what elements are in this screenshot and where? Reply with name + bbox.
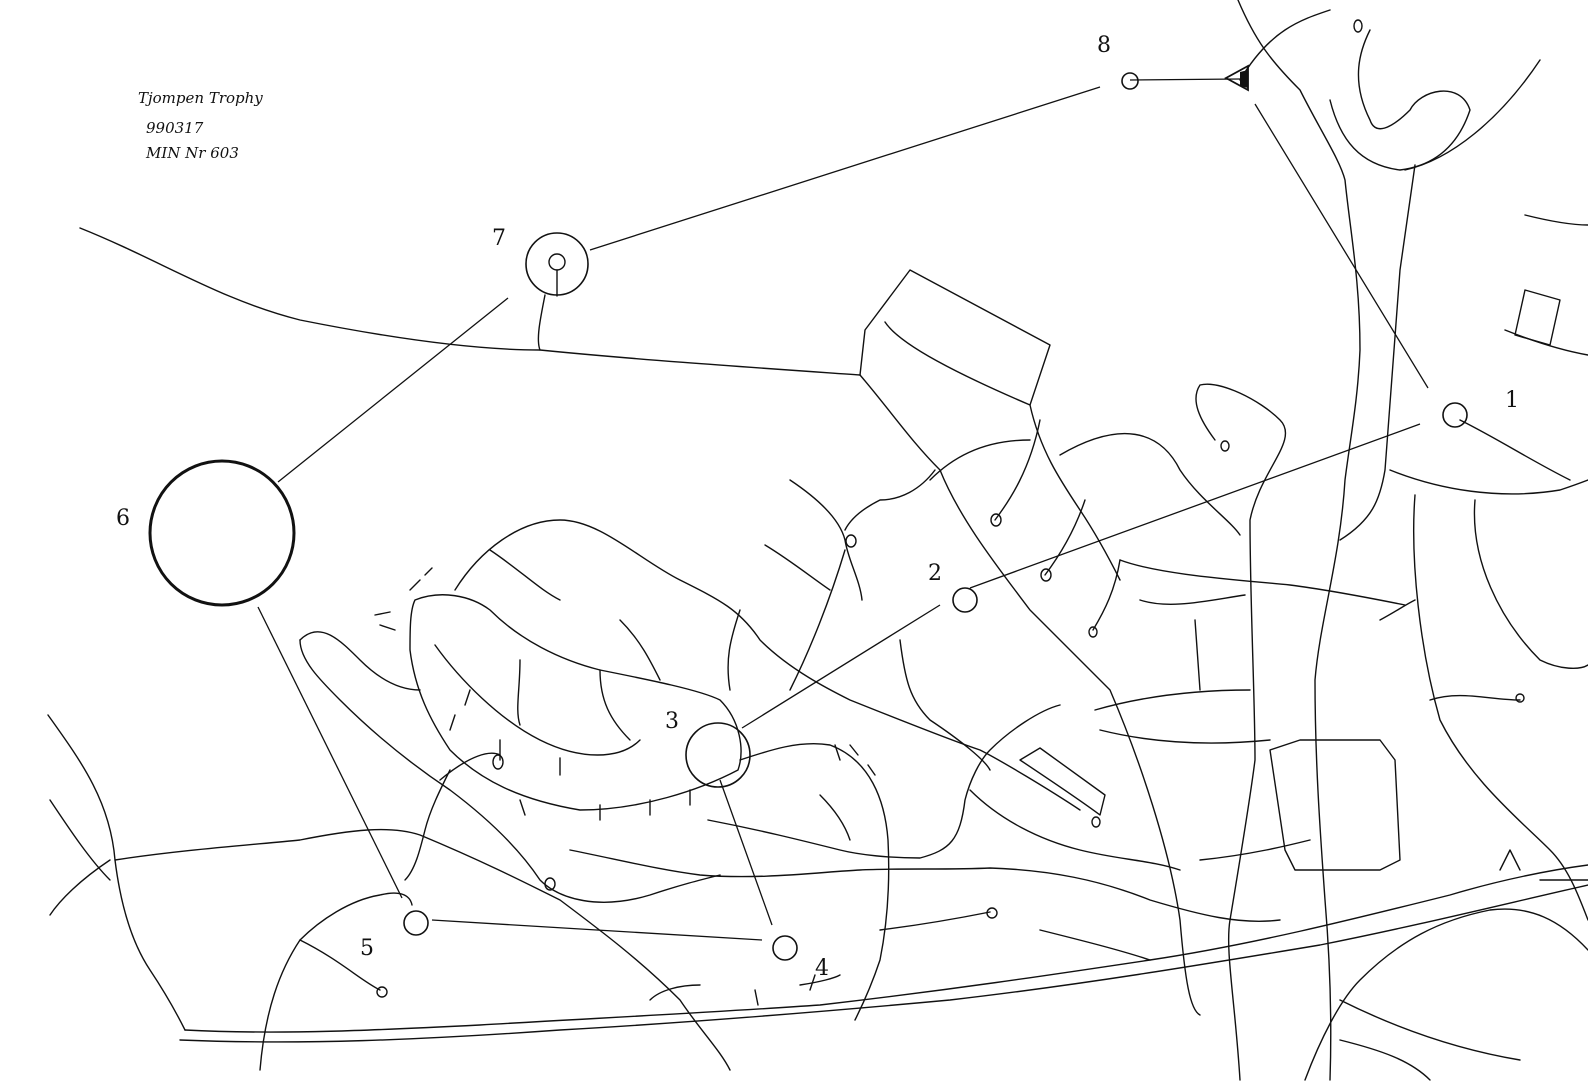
control-label-2: 2 (928, 561, 942, 586)
control-circle-8[interactable] (1121, 72, 1139, 90)
leg-6-5 (257, 606, 403, 899)
leg-4-3 (719, 779, 773, 926)
leg-3-2 (741, 604, 941, 729)
leg-2-1 (969, 423, 1421, 589)
controls (148, 72, 1468, 961)
leg-1-start (1254, 103, 1429, 389)
control-label-1: 1 (1505, 388, 1519, 413)
event-date: 990317 (146, 119, 204, 137)
control-circle-4[interactable] (772, 935, 798, 961)
map-header: Tjompen Trophy 990317 MIN Nr 603 (138, 89, 263, 162)
control-label-4: 4 (815, 956, 829, 981)
course-legs (257, 78, 1429, 941)
terrain-features (47, 0, 1588, 1081)
control-label-7: 7 (492, 226, 506, 251)
control-circle-1[interactable] (1442, 402, 1468, 428)
control-circle-5[interactable] (403, 910, 429, 936)
control-circle-2[interactable] (952, 587, 978, 613)
control-circle-3[interactable] (685, 722, 751, 788)
control-labels: 1 2 3 4 5 6 7 8 (116, 33, 1519, 981)
control-label-8: 8 (1097, 33, 1111, 58)
leg-7-6 (277, 297, 509, 483)
event-number: MIN Nr 603 (145, 144, 239, 162)
leg-start-8 (1129, 78, 1241, 81)
leg-5-4 (431, 919, 763, 941)
control-label-3: 3 (665, 709, 679, 734)
control-circle-6[interactable] (148, 459, 296, 607)
triangle-start-icon (1224, 64, 1249, 92)
event-title: Tjompen Trophy (138, 89, 263, 107)
control-label-6: 6 (116, 506, 130, 531)
control-label-5: 5 (360, 936, 374, 961)
leg-8-7 (589, 86, 1101, 251)
